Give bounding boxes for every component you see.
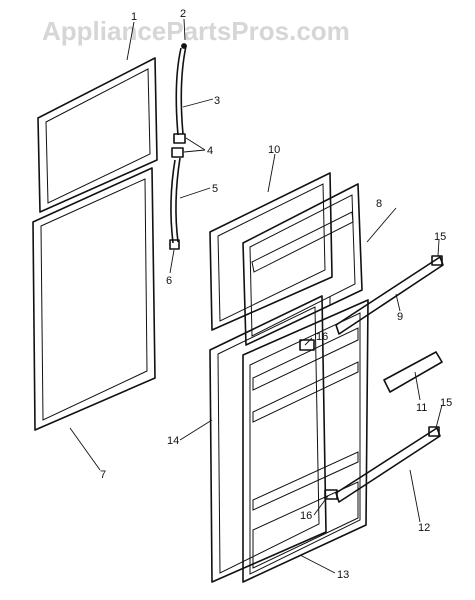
part-13-fresh-food-door-liner[interactable]: [242, 299, 369, 583]
part-15-upper-shelf-end-cap[interactable]: [431, 255, 443, 266]
callout-16-lower: 16: [300, 510, 312, 522]
part-15-lower-shelf-end-cap[interactable]: [428, 426, 440, 437]
callout-6: 6: [166, 275, 172, 287]
part-7-fresh-food-door-gasket[interactable]: [32, 167, 156, 431]
callout-14: 14: [167, 435, 179, 447]
callout-3: 3: [214, 95, 220, 107]
callout-16-upper: 16: [316, 331, 328, 343]
callout-7: 7: [100, 469, 106, 481]
callout-15-upper: 15: [434, 231, 446, 243]
part-1-freezer-door-gasket[interactable]: [37, 57, 158, 213]
part-11-shelf-bracket[interactable]: [383, 351, 443, 393]
part-3-freezer-handle[interactable]: [175, 43, 187, 136]
callout-8: 8: [376, 198, 382, 210]
part-14-fresh-food-door-frame[interactable]: [209, 295, 327, 583]
callout-2: 2: [180, 8, 186, 20]
callout-12: 12: [418, 522, 430, 534]
part-12-fresh-food-shelf-bar[interactable]: [335, 427, 441, 503]
part-10-freezer-door-frame[interactable]: [209, 172, 333, 331]
part-16-upper-retainer-clip[interactable]: [299, 339, 315, 351]
part-9-freezer-shelf-bar[interactable]: [335, 256, 444, 335]
callout-11: 11: [416, 402, 427, 414]
callout-15-lower: 15: [440, 397, 452, 409]
part-5-fresh-food-handle[interactable]: [170, 157, 181, 244]
part-4-hinge-brackets[interactable]: [171, 133, 186, 158]
callout-4: 4: [207, 145, 213, 157]
callout-9: 9: [397, 311, 403, 323]
watermark-text: AppliancePartsPros.com: [42, 16, 350, 46]
leader-lines: [69, 18, 443, 574]
callout-5: 5: [212, 183, 218, 195]
part-6-handle-end-cap[interactable]: [169, 239, 180, 250]
part-8-freezer-door-liner[interactable]: [242, 183, 363, 346]
callout-10: 10: [268, 144, 280, 156]
callout-1: 1: [131, 11, 137, 23]
callout-13: 13: [337, 569, 349, 581]
